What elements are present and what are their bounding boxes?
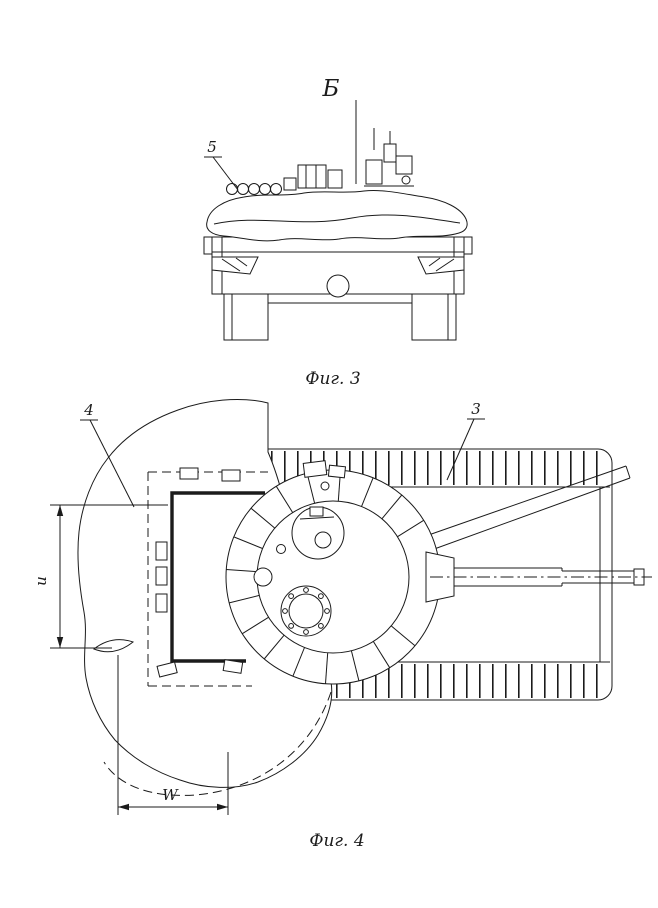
right-mud-flap (417, 256, 465, 275)
hull-rear (203, 236, 473, 341)
commander-hatch (280, 585, 332, 637)
tow-hook (326, 274, 350, 298)
dim-label-w: W (162, 786, 179, 804)
net-hidden-frame (147, 471, 268, 687)
bundle-fold-line (213, 214, 461, 225)
main-gun (425, 551, 652, 603)
left-track-rear (223, 293, 269, 341)
part-label-4: 4 (83, 401, 94, 419)
dimension-w: W (117, 655, 229, 815)
leader-3 (446, 418, 475, 481)
figure4-drawing: u W 4 3 Фиг. 4 (32, 399, 652, 851)
dim-label-u: u (32, 576, 50, 586)
part-label-3: 3 (471, 400, 481, 418)
net-end-tip (93, 639, 135, 653)
view-label-b: Б (322, 76, 340, 102)
figure3-drawing: 5 Б Фиг. 3 (203, 76, 473, 389)
stowage-items (226, 164, 343, 195)
leader-5 (212, 156, 239, 191)
phantom-gun (419, 465, 631, 553)
dimension-u: u (32, 504, 168, 649)
turret (225, 460, 441, 685)
fig4-caption: Фиг. 4 (309, 831, 364, 851)
left-mud-flap (211, 256, 259, 275)
part-4-callout: 4 (80, 401, 135, 508)
turret-stowage-box (327, 464, 347, 479)
hatch-bolts (282, 587, 330, 635)
right-track-rear (411, 293, 457, 341)
commander-sight (364, 131, 414, 187)
part-3-callout: 3 (446, 400, 485, 481)
turret-stowage-box (302, 460, 328, 478)
leader-4 (89, 419, 135, 508)
fig3-caption: Фиг. 3 (305, 369, 360, 389)
net-swept-boundary (103, 691, 332, 796)
turret-bundle (206, 190, 468, 242)
era-block-dividers (226, 470, 424, 684)
net-blocks (155, 467, 244, 678)
net-frame (170, 491, 265, 663)
part-5-callout: 5 (204, 138, 239, 191)
part-label-5: 5 (207, 138, 217, 156)
periscope-port (253, 567, 273, 587)
